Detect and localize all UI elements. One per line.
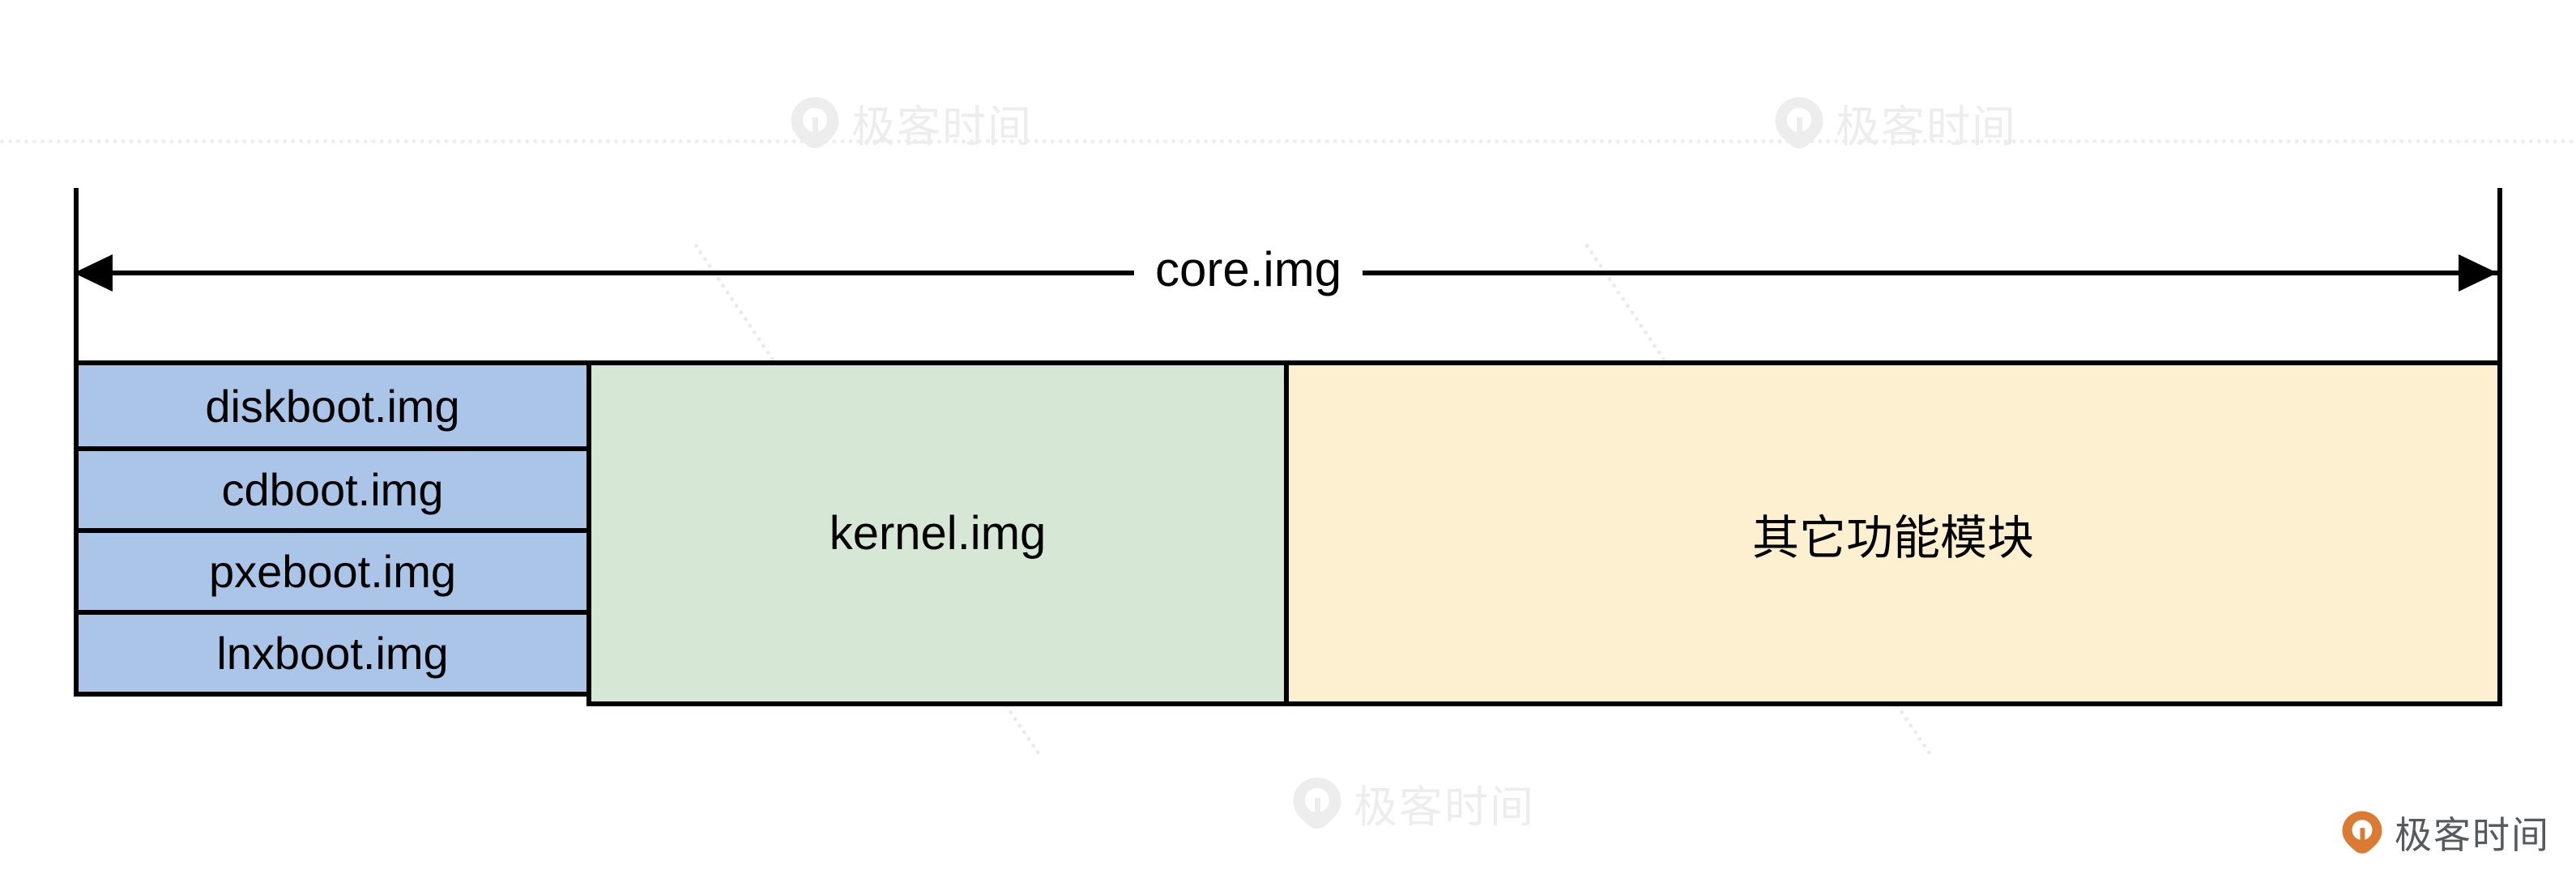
other-modules-block[interactable]: 其它功能模块 [1284,360,2502,706]
boot-image-column: diskboot.img cdboot.img pxeboot.img lnxb… [74,360,591,706]
boot-cell-cdboot[interactable]: cdboot.img [74,446,591,533]
kernel-img-block[interactable]: kernel.img [586,360,1289,706]
dotted-guide-horizontal [0,139,2576,143]
kernel-img-label: kernel.img [829,507,1047,560]
other-modules-label: 其它功能模块 [1751,509,2034,565]
geektime-logo-icon [2341,809,2383,856]
watermark-top-right: 极客时间 [1774,91,2017,155]
boot-cell-label: lnxboot.img [216,628,449,679]
brand-label: 极客时间 [2395,813,2550,857]
arrow-head-left-icon [74,254,113,292]
geektime-bulb-icon [1292,775,1342,832]
geektime-bulb-icon [790,95,840,151]
watermark-label: 极客时间 [1354,782,1535,833]
boot-cell-pxeboot[interactable]: pxeboot.img [74,528,591,615]
brand-logo: 极客时间 [2341,806,2550,859]
watermark-top-left: 极客时间 [790,91,1033,155]
watermark-label: 极客时间 [1836,101,2017,152]
arrow-head-right-icon [2459,254,2497,292]
boot-cell-label: cdboot.img [221,464,444,515]
geektime-bulb-icon [1774,95,1824,151]
boot-cell-label: diskboot.img [205,380,460,432]
bracket-tick-right [2497,188,2502,360]
boot-cell-label: pxeboot.img [208,546,457,597]
watermark-label: 极客时间 [851,101,1033,152]
core-img-label: core.img [1134,245,1363,294]
boot-cell-diskboot[interactable]: diskboot.img [74,360,591,451]
watermark-bottom-center: 极客时间 [1292,771,1535,835]
boot-cell-lnxboot[interactable]: lnxboot.img [74,610,591,697]
